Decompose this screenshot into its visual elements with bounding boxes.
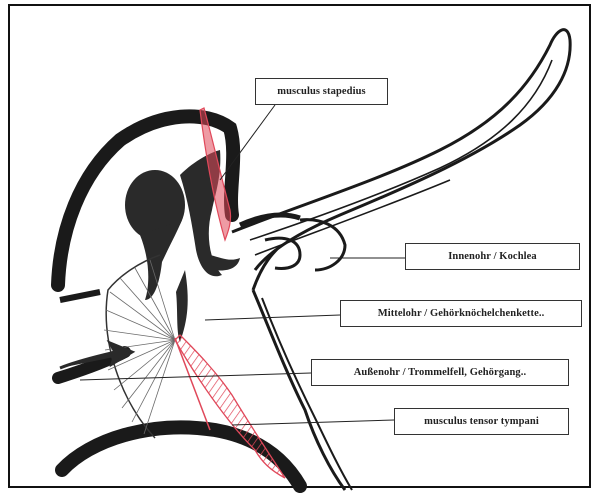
label-outer-ear: Außenohr / Trommelfell, Gehörgang.. (311, 359, 569, 386)
label-inner-ear: Innenohr / Kochlea (405, 243, 580, 270)
ossicles (125, 150, 240, 342)
label-middle-ear: Mittelohr / Gehörknöchelchenkette.. (340, 300, 582, 327)
label-tensor-tympani: musculus tensor tympani (394, 408, 569, 435)
tensor-tympani-muscle (175, 335, 285, 478)
cochlea (232, 30, 570, 270)
label-stapedius: musculus stapedius (255, 78, 388, 105)
